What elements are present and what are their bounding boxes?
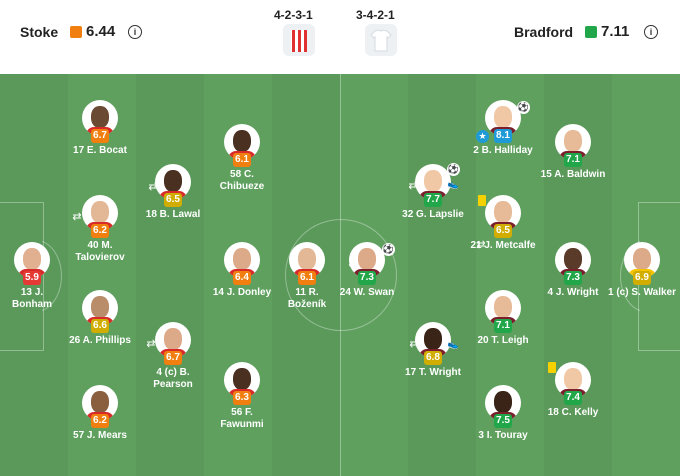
player-rating-badge: 5.9	[23, 271, 41, 285]
player-rating-badge: 6.5	[164, 193, 182, 207]
player-face	[494, 296, 512, 318]
player-rating-badge: 7.1	[494, 319, 512, 333]
yellow-card-icon	[478, 195, 486, 206]
player-rating-badge: 7.5	[494, 414, 512, 428]
away-rating-swatch	[585, 26, 597, 38]
player-face	[494, 106, 512, 128]
player-avatar	[349, 242, 385, 278]
player-face	[233, 130, 251, 152]
away-kit-icon	[365, 24, 397, 56]
player-name: 1 (c) S. Walker	[608, 287, 676, 298]
player-name: 15 A. Baldwin	[540, 169, 606, 180]
centre-circle	[285, 219, 397, 331]
away-formation: 3-4-2-1	[356, 8, 395, 22]
player-rating-badge: 6.7	[164, 351, 182, 365]
player-face	[564, 248, 582, 270]
player-name: 2 B. Halliday	[473, 145, 533, 156]
player-name: 18 B. Lawal	[145, 209, 201, 220]
pitch: 6.7 17 E. Bocat 6.1 58 C. Chibueze 6.5 18 B. …	[0, 74, 680, 476]
home-formation: 4-2-3-1	[274, 8, 313, 22]
pitch-stripe	[136, 74, 204, 476]
player-rating-badge: 7.4	[564, 391, 582, 405]
player-rating-badge: 8.1	[494, 129, 512, 143]
player-face	[91, 106, 109, 128]
player-name: 57 J. Mears	[73, 430, 127, 441]
player-face	[494, 201, 512, 223]
player-name: 21 J. Metcalfe	[470, 240, 536, 251]
player-face	[164, 170, 182, 192]
goal-icon: ⚽	[447, 163, 460, 176]
player-face	[494, 391, 512, 413]
player-rating-badge: 6.6	[91, 319, 109, 333]
player-name: 17 E. Bocat	[73, 145, 127, 156]
player-rating-badge: 6.2	[91, 224, 109, 238]
player-rating-badge: 6.1	[233, 153, 251, 167]
home-kit-icon	[283, 24, 315, 56]
away-team-name: Bradford	[514, 24, 574, 40]
player-name: 20 T. Leigh	[477, 335, 529, 346]
pitch-stripe	[408, 74, 476, 476]
player-rating-badge: 6.4	[233, 271, 251, 285]
goal-icon: ⚽	[382, 243, 395, 256]
player-rating-badge: 6.3	[233, 391, 251, 405]
player-face	[233, 248, 251, 270]
away-team-rating: 7.11	[601, 23, 630, 40]
player-face	[424, 328, 442, 350]
substitution-icon: ⇄	[72, 211, 82, 223]
player-face	[424, 170, 442, 192]
substitution-icon: ⇄	[408, 180, 418, 192]
player-name: 13 J. Bonham	[12, 287, 52, 310]
player-rating-badge: 6.8	[424, 351, 442, 365]
player-name: 17 T. Wright	[405, 367, 461, 378]
player-face	[233, 368, 251, 390]
player-face	[633, 248, 651, 270]
player-name: 4 J. Wright	[547, 287, 599, 298]
player-name: 40 M. Talovierov	[75, 240, 125, 263]
match-header: Stoke 6.44 i 4-2-3-1 3-4-2-1 Bradford 7.…	[0, 0, 680, 74]
home-rating-swatch	[70, 26, 82, 38]
player-rating-badge: 7.1	[564, 153, 582, 167]
player-name: 14 J. Donley	[212, 287, 272, 298]
player-face	[91, 201, 109, 223]
player-face	[164, 328, 182, 350]
player-name: 58 C. Chibueze	[219, 169, 265, 192]
substitution-icon: ⇄	[409, 338, 419, 350]
player-rating-badge: 6.7	[91, 129, 109, 143]
player-rating-badge: 7.3	[564, 271, 582, 285]
yellow-card-icon	[548, 362, 556, 373]
home-team-name: Stoke	[20, 24, 59, 40]
player-name: 18 C. Kelly	[547, 407, 599, 418]
substitution-icon: ⇄	[476, 239, 486, 251]
player-name: 26 A. Phillips	[69, 335, 131, 346]
player-rating-badge: 6.5	[494, 224, 512, 238]
player-face	[358, 248, 376, 270]
star-icon: ★	[476, 130, 489, 143]
player-face	[91, 296, 109, 318]
player-rating-badge: 6.9	[633, 271, 651, 285]
substitution-icon: ⇄	[146, 338, 156, 350]
player-rating-badge: 7.7	[424, 193, 442, 207]
player-name: 32 G. Lapslie	[402, 209, 464, 220]
player-name: 56 F. Fawunmi	[220, 407, 264, 430]
player-rating-badge: 6.1	[298, 271, 316, 285]
home-team-rating: 6.44	[86, 23, 116, 40]
player-face	[564, 368, 582, 390]
goal-icon: ⚽	[517, 101, 530, 114]
player-name: 11 R. Boženík	[287, 287, 327, 310]
player-face	[298, 248, 316, 270]
player-face	[91, 391, 109, 413]
player-rating-badge: 6.2	[91, 414, 109, 428]
player-face	[23, 248, 41, 270]
player-face	[564, 130, 582, 152]
substitution-icon: ⇄	[148, 181, 158, 193]
assist-boot-icon: 👟	[447, 179, 460, 189]
info-icon[interactable]: i	[128, 25, 142, 39]
player-rating-badge: 7.3	[358, 271, 376, 285]
assist-boot-icon: 👟	[447, 339, 460, 349]
info-icon[interactable]: i	[644, 25, 658, 39]
player-name: 24 W. Swan	[339, 287, 395, 298]
substitution-icon: ⇄	[348, 258, 358, 270]
player-name: 4 (c) B. Pearson	[153, 367, 193, 390]
player-name: 3 I. Touray	[478, 430, 528, 441]
